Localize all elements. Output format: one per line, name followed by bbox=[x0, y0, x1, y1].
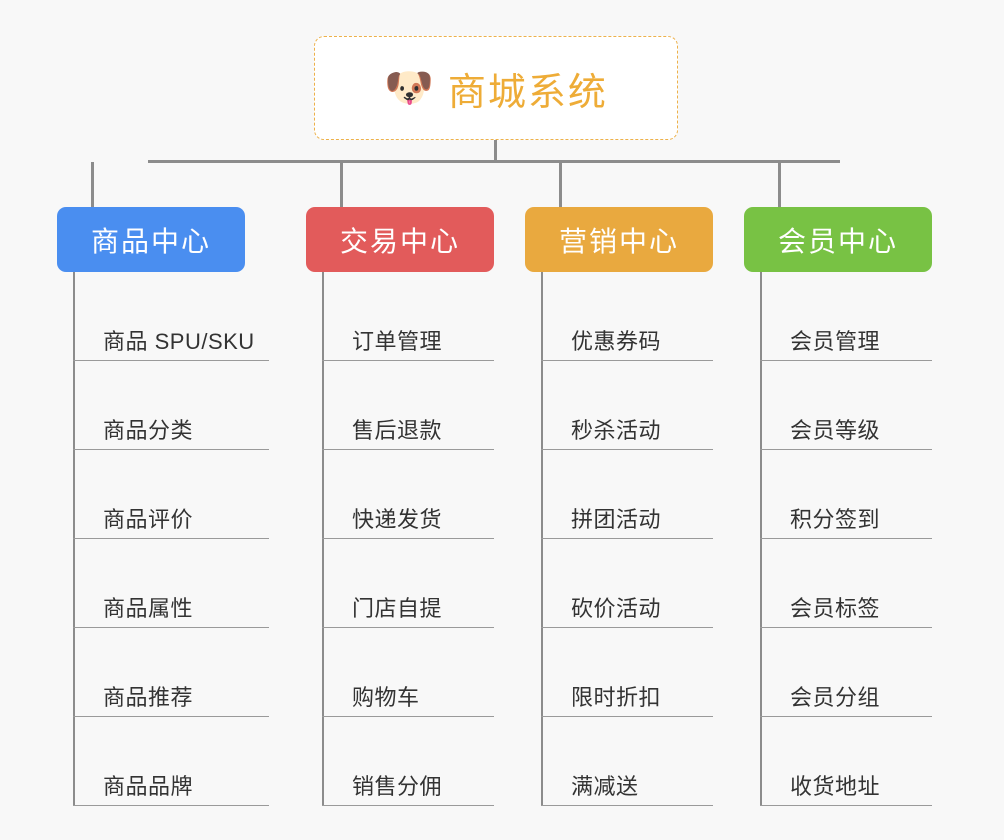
leaf-spine-connector bbox=[760, 272, 762, 806]
leaf-item[interactable]: 满减送 bbox=[541, 717, 713, 806]
leaf-item[interactable]: 秒杀活动 bbox=[541, 361, 713, 450]
leaf-item-label: 购物车 bbox=[352, 685, 420, 710]
leaf-item-label: 会员标签 bbox=[790, 596, 881, 621]
leaf-item[interactable]: 会员标签 bbox=[760, 539, 932, 628]
leaf-spine-connector bbox=[322, 272, 324, 806]
dog-face-icon: 🐶 bbox=[384, 66, 434, 110]
leaf-item[interactable]: 会员分组 bbox=[760, 628, 932, 717]
branch-header-label: 营销中心 bbox=[558, 225, 679, 257]
branch-header-1[interactable]: 商品中心 bbox=[57, 207, 245, 272]
leaf-item[interactable]: 会员等级 bbox=[760, 361, 932, 450]
branch-column-3: 营销中心优惠券码秒杀活动拼团活动砍价活动限时折扣满减送 bbox=[525, 162, 713, 806]
leaf-item-label: 积分签到 bbox=[790, 507, 881, 532]
branch-header-3[interactable]: 营销中心 bbox=[525, 207, 713, 272]
branch-column-4: 会员中心会员管理会员等级积分签到会员标签会员分组收货地址 bbox=[744, 162, 932, 806]
leaf-item[interactable]: 砍价活动 bbox=[541, 539, 713, 628]
leaf-item-label: 商品 SPU/SKU bbox=[103, 329, 255, 354]
leaf-item[interactable]: 积分签到 bbox=[760, 450, 932, 539]
leaf-item[interactable]: 收货地址 bbox=[760, 717, 932, 806]
leaf-item-label: 限时折扣 bbox=[571, 685, 662, 710]
leaf-item-label: 会员等级 bbox=[790, 418, 881, 443]
leaf-item-label: 优惠券码 bbox=[571, 329, 662, 354]
leaf-item[interactable]: 商品推荐 bbox=[73, 628, 269, 717]
leaf-item[interactable]: 商品分类 bbox=[73, 361, 269, 450]
branch-drop-connector bbox=[778, 162, 781, 209]
leaf-item-label: 订单管理 bbox=[352, 329, 443, 354]
leaf-item[interactable]: 售后退款 bbox=[322, 361, 494, 450]
leaf-item-label: 会员分组 bbox=[790, 685, 881, 710]
leaf-item[interactable]: 商品评价 bbox=[73, 450, 269, 539]
leaf-item-label: 会员管理 bbox=[790, 329, 881, 354]
leaf-item[interactable]: 商品品牌 bbox=[73, 717, 269, 806]
branch-drop-connector bbox=[559, 162, 562, 209]
branch-header-4[interactable]: 会员中心 bbox=[744, 207, 932, 272]
leaf-item-label: 商品分类 bbox=[103, 418, 194, 443]
leaf-list: 优惠券码秒杀活动拼团活动砍价活动限时折扣满减送 bbox=[525, 272, 713, 806]
root-node[interactable]: 🐶 商城系统 bbox=[314, 36, 678, 140]
leaf-item-label: 秒杀活动 bbox=[571, 418, 662, 443]
leaf-item[interactable]: 购物车 bbox=[322, 628, 494, 717]
branch-column-1: 商品中心商品 SPU/SKU 商品分类商品评价商品属性商品推荐商品品牌 bbox=[57, 162, 269, 806]
leaf-item-label: 售后退款 bbox=[352, 418, 443, 443]
leaf-item[interactable]: 快递发货 bbox=[322, 450, 494, 539]
branch-bus-connector bbox=[148, 160, 840, 163]
branch-drop-connector bbox=[340, 162, 343, 209]
leaf-item-label: 满减送 bbox=[571, 774, 639, 799]
leaf-list: 会员管理会员等级积分签到会员标签会员分组收货地址 bbox=[744, 272, 932, 806]
branch-column-2: 交易中心订单管理售后退款快递发货门店自提购物车销售分佣 bbox=[306, 162, 494, 806]
branch-drop-connector bbox=[91, 162, 94, 209]
leaf-item-label: 砍价活动 bbox=[571, 596, 662, 621]
leaf-item-label: 商品评价 bbox=[103, 507, 194, 532]
leaf-list: 商品 SPU/SKU 商品分类商品评价商品属性商品推荐商品品牌 bbox=[57, 272, 269, 806]
leaf-item[interactable]: 销售分佣 bbox=[322, 717, 494, 806]
leaf-item[interactable]: 优惠券码 bbox=[541, 272, 713, 361]
branch-header-label: 交易中心 bbox=[339, 225, 460, 257]
leaf-item[interactable]: 限时折扣 bbox=[541, 628, 713, 717]
branch-header-label: 会员中心 bbox=[777, 225, 898, 257]
leaf-item-label: 门店自提 bbox=[352, 596, 443, 621]
branch-header-label: 商品中心 bbox=[90, 225, 211, 257]
leaf-item-label: 快递发货 bbox=[352, 507, 443, 532]
page-title: 商城系统 bbox=[447, 71, 608, 114]
leaf-item-label: 商品推荐 bbox=[103, 685, 194, 710]
leaf-item-label: 收货地址 bbox=[790, 774, 881, 799]
leaf-item[interactable]: 商品 SPU/SKU bbox=[73, 272, 269, 361]
leaf-item[interactable]: 订单管理 bbox=[322, 272, 494, 361]
leaf-item-label: 商品属性 bbox=[103, 596, 194, 621]
root-stem-connector bbox=[494, 140, 497, 162]
leaf-item[interactable]: 门店自提 bbox=[322, 539, 494, 628]
leaf-spine-connector bbox=[541, 272, 543, 806]
leaf-item-label: 商品品牌 bbox=[103, 774, 194, 799]
leaf-item[interactable]: 会员管理 bbox=[760, 272, 932, 361]
leaf-item-label: 销售分佣 bbox=[352, 774, 443, 799]
leaf-spine-connector bbox=[73, 272, 75, 806]
leaf-item[interactable]: 拼团活动 bbox=[541, 450, 713, 539]
branch-header-2[interactable]: 交易中心 bbox=[306, 207, 494, 272]
leaf-item[interactable]: 商品属性 bbox=[73, 539, 269, 628]
leaf-list: 订单管理售后退款快递发货门店自提购物车销售分佣 bbox=[306, 272, 494, 806]
leaf-item-label: 拼团活动 bbox=[571, 507, 662, 532]
